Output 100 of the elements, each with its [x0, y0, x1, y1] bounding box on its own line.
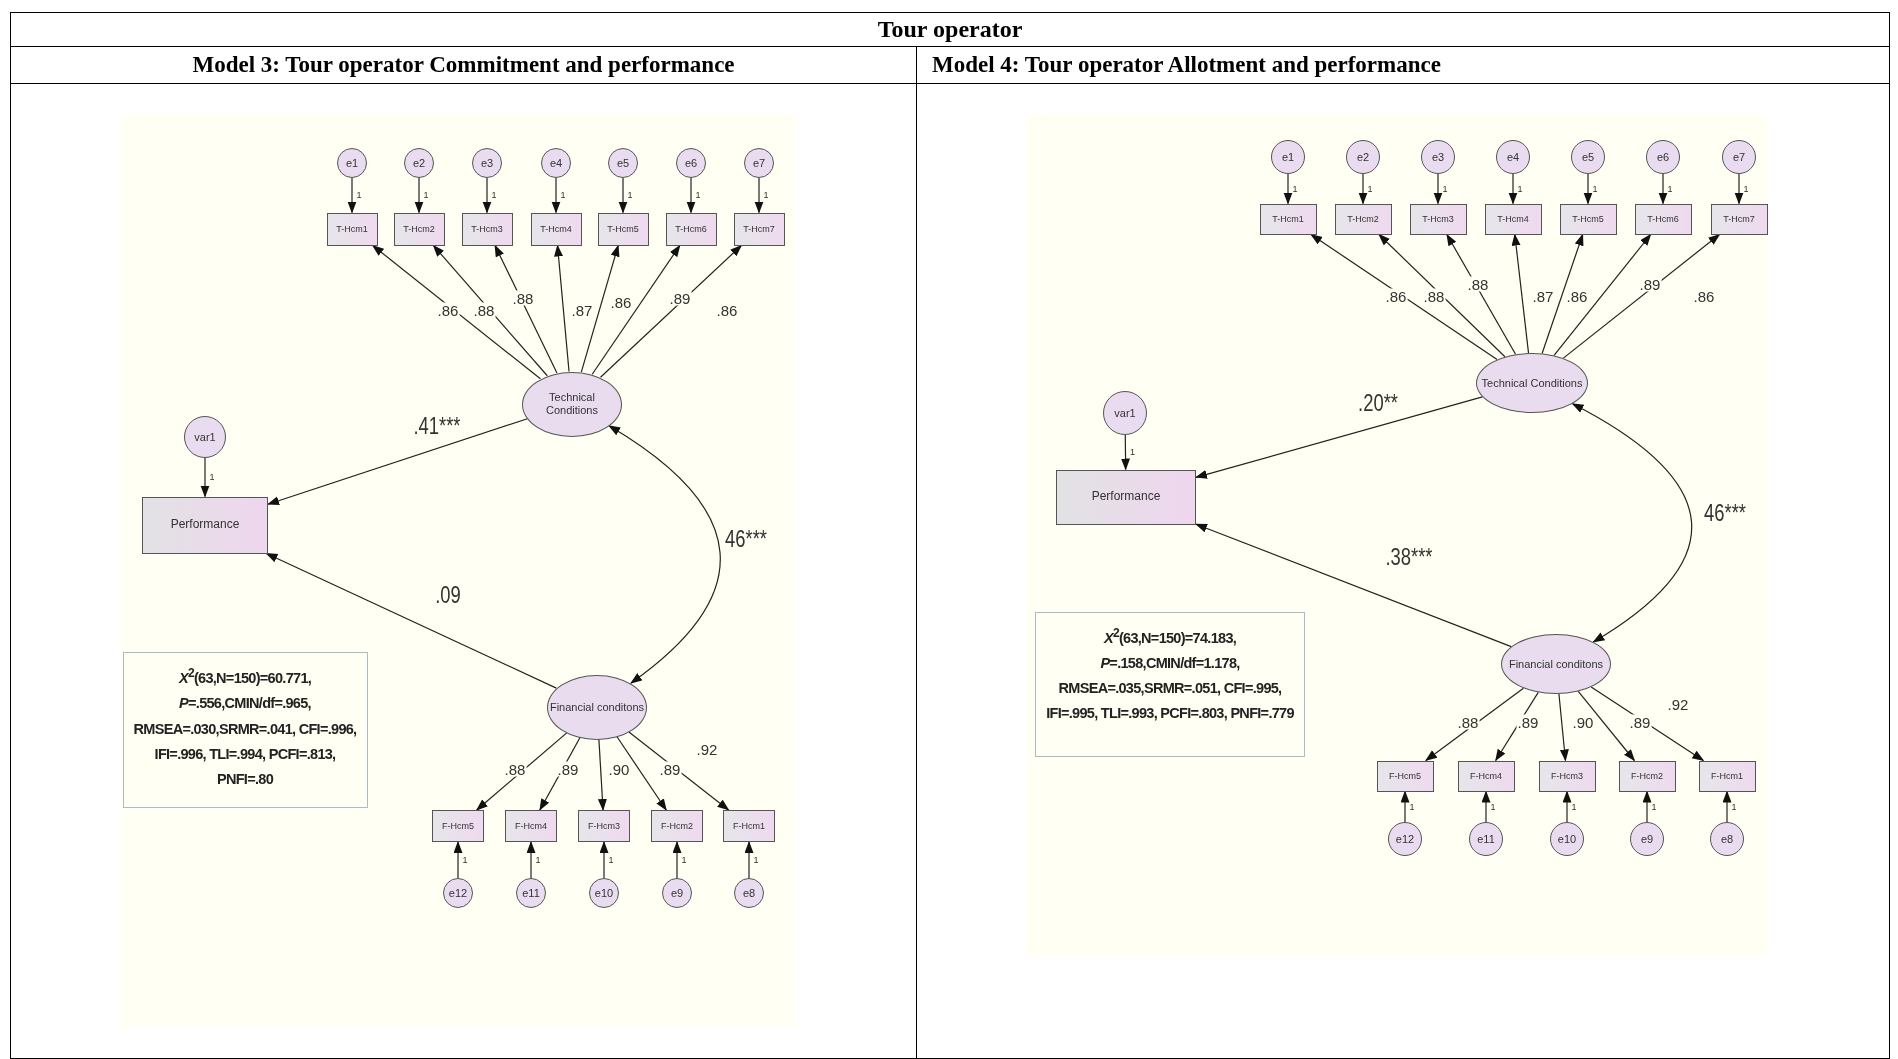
variable-label: e5	[616, 156, 630, 170]
edge-label: 1	[694, 190, 702, 200]
path-arrow	[1283, 173, 1293, 205]
path-arrow	[744, 841, 754, 879]
variable-label: T-Hcm5	[1572, 213, 1604, 225]
variable-label: e12	[448, 886, 468, 900]
edge-label: .89	[1516, 714, 1540, 730]
path-arrow	[453, 841, 463, 879]
path-arrow	[754, 177, 764, 214]
edge-label: 1	[1408, 802, 1416, 812]
edge-label: 1	[1666, 184, 1674, 194]
variable-label: var1	[194, 430, 216, 444]
panel-heading: Model 4: Tour operator Allotment and performance	[932, 52, 1441, 78]
path-arrow	[1577, 690, 1636, 762]
variable-label: F-Hcm5	[1389, 770, 1421, 782]
fit-statistics-text: X$^{2}$(63,N=150)=74.183, P=.158,CMIN/df=1.178, RMSEA=.035,SRMR=.051, CFI=.995, IFI=.995, TLI=.993, PCFI=.803, PNFI=.779	[1045, 624, 1295, 724]
path-arrow	[1378, 233, 1506, 358]
indicator-box	[665, 212, 717, 246]
variable-label: T-Hcm3	[1422, 213, 1454, 225]
edge-label: .89	[668, 290, 692, 306]
fit-statistics-text: X$^{2}$(63,N=150)=60.771, P=.556,CMIN/df=.965, RMSEA=.030,SRMR=.041, CFI=.996, IFI=.996, TLI=.994, PCFI=.813, PNFI=.80	[132, 665, 358, 790]
covariance-arrow	[1571, 403, 1693, 643]
path-arrow	[1358, 173, 1368, 205]
variable-label: e10	[594, 886, 614, 900]
edge-label: .86	[436, 302, 460, 318]
indicator-box	[651, 810, 703, 842]
path-arrow	[580, 244, 620, 373]
indicator-box	[733, 212, 785, 246]
path-arrow	[672, 841, 682, 879]
indicator-box	[326, 212, 378, 246]
variable-label: F-Hcm3	[588, 820, 620, 832]
indicator-box	[1259, 203, 1317, 235]
variable-label: e11	[1477, 832, 1495, 846]
variable-label: e7	[1732, 150, 1746, 164]
path-arrow	[1508, 173, 1518, 205]
variable-label: e3	[1431, 150, 1445, 164]
path-arrow	[1400, 790, 1410, 823]
indicator-box	[393, 212, 445, 246]
path-arrow	[482, 177, 492, 214]
edge-label: 1	[1489, 802, 1497, 812]
path-arrow	[267, 418, 528, 506]
path-arrow	[1195, 396, 1483, 479]
indicator-box	[461, 212, 513, 246]
edge-label: 1	[762, 190, 770, 200]
path-arrow	[1446, 233, 1517, 355]
edge-label: 1	[355, 190, 363, 200]
variable-label: T-Hcm7	[1723, 213, 1755, 225]
edge-label: 1	[1291, 184, 1299, 194]
path-arrow	[526, 841, 536, 879]
path-arrow	[1481, 790, 1491, 823]
variable-label: e8	[742, 886, 756, 900]
indicator-box	[1634, 203, 1692, 235]
path-arrow	[551, 177, 561, 214]
variable-label: T-Hcm7	[743, 223, 775, 235]
variable-label: e2	[1356, 150, 1370, 164]
variable-label: Technical Conditions	[545, 391, 599, 417]
variable-label: F-Hcm4	[1470, 770, 1502, 782]
variable-label: F-Hcm1	[1711, 770, 1743, 782]
path-arrow	[1658, 173, 1668, 205]
edge-label: 1	[422, 190, 430, 200]
indicator-box	[1457, 760, 1515, 792]
indicator-box	[1698, 760, 1756, 792]
variable-label: e3	[480, 156, 494, 170]
variable-label: T-Hcm4	[1497, 213, 1529, 225]
edge-label: .88	[472, 302, 496, 318]
variable-label: Financial conditons	[1508, 657, 1604, 671]
path-arrow	[1541, 233, 1584, 355]
path-arrow	[1553, 233, 1652, 357]
variable-label: F-Hcm2	[1631, 770, 1663, 782]
edge-label: 1	[1516, 184, 1524, 194]
path-arrow	[1425, 687, 1524, 762]
variable-label: e9	[1640, 832, 1654, 846]
variable-label: F-Hcm3	[1551, 770, 1583, 782]
path-arrow	[1642, 790, 1652, 823]
indicator-box	[1538, 760, 1596, 792]
path-arrow	[1195, 523, 1512, 648]
variable-label: F-Hcm1	[733, 820, 765, 832]
variable-label: F-Hcm5	[442, 820, 474, 832]
path-arrow	[1562, 790, 1572, 823]
variable-label: F-Hcm2	[661, 820, 693, 832]
path-arrow	[591, 244, 681, 375]
variable-label: Technical Conditions	[1481, 376, 1583, 390]
indicator-box	[1618, 760, 1676, 792]
variable-label: e4	[549, 156, 563, 170]
indicator-box	[530, 212, 582, 246]
fit-statistics-box	[1035, 611, 1305, 757]
edge-label: 1	[680, 855, 688, 865]
variable-label: T-Hcm3	[471, 223, 503, 235]
path-arrow	[628, 731, 730, 811]
variable-label: T-Hcm1	[336, 223, 368, 235]
indicator-box	[505, 810, 557, 842]
path-arrow	[618, 177, 628, 214]
edge-label: 1	[1730, 802, 1738, 812]
indicator-box	[1409, 203, 1467, 235]
variable-label: e5	[1581, 150, 1595, 164]
variable-label: e9	[670, 886, 684, 900]
path-arrow	[432, 244, 548, 377]
variable-label: T-Hcm6	[1647, 213, 1679, 225]
path-arrow	[414, 177, 424, 214]
panel-heading: Model 3: Tour operator Commitment and performance	[192, 52, 735, 78]
